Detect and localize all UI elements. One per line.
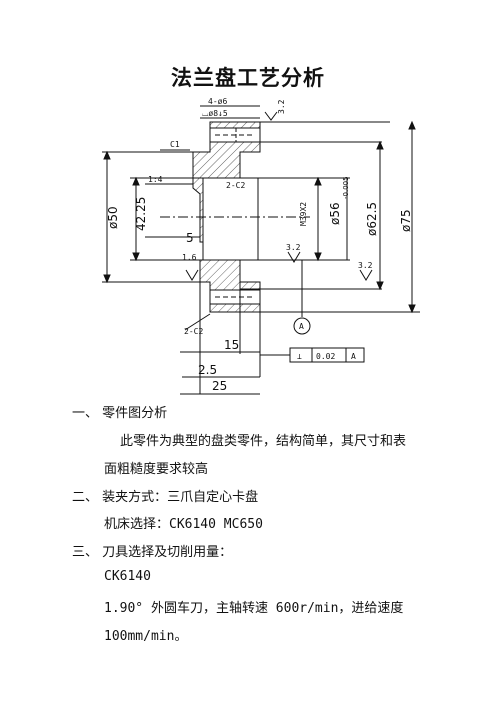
label-42-25: 42.25 bbox=[134, 197, 148, 231]
label-c1: C1 bbox=[170, 140, 180, 149]
label-ra-top: 3.2 bbox=[277, 99, 286, 114]
label-tol-value: 0.02 bbox=[316, 352, 335, 361]
label-dia-62-5: ø62.5 bbox=[365, 202, 379, 236]
section-3-item1-cont: 100mm/min。 bbox=[104, 629, 188, 644]
section-3-machine: CK6140 bbox=[104, 569, 151, 584]
section-1-title: 一、 零件图分析 bbox=[72, 406, 168, 421]
page-title: 法兰盘工艺分析 bbox=[171, 66, 325, 90]
section-3-item1: 1.90° 外圆车刀，主轴转速 600r/min，进给速度 bbox=[104, 601, 404, 616]
label-counterbore: ⌴ø8↓5 bbox=[202, 109, 228, 118]
label-chamfer-inner-bottom: 2-C2 bbox=[184, 327, 203, 336]
section-2-title: 二、 装夹方式：三爪自定心卡盘 bbox=[72, 490, 259, 505]
label-taper: 1:4 bbox=[148, 175, 163, 184]
label-dim-15: 15 bbox=[224, 338, 239, 352]
label-dim-2-5: 2.5 bbox=[198, 363, 217, 377]
label-dia-75: ø75 bbox=[399, 209, 413, 232]
section-1-paragraph-line1: 此零件为典型的盘类零件，结构简单，其尺寸和表 bbox=[120, 434, 407, 449]
label-dim-5: 5 bbox=[186, 231, 194, 245]
bore bbox=[202, 177, 259, 261]
flange-engineering-drawing: 4-ø6 ⌴ø8↓5 3.2 C1 1:4 2-C2 M39X2 1.6 3.2… bbox=[102, 97, 420, 395]
label-holes: 4-ø6 bbox=[208, 97, 227, 106]
section-2-machine-line: 机床选择：CK6140 MC650 bbox=[104, 517, 263, 532]
label-ra-16: 1.6 bbox=[182, 253, 197, 262]
label-thread: M39X2 bbox=[299, 202, 308, 226]
label-tol-56: -0.005 bbox=[342, 176, 350, 199]
label-ra-32b: 3.2 bbox=[358, 261, 373, 270]
section-3-title: 三、 刀具选择及切削用量： bbox=[72, 545, 233, 560]
label-dia-56: ø56 bbox=[328, 202, 342, 225]
label-tol-datum: A bbox=[351, 352, 356, 361]
label-tol-symbol: ⊥ bbox=[297, 352, 302, 361]
label-dia-50: ø50 bbox=[106, 206, 120, 229]
label-chamfer-inner-top: 2-C2 bbox=[226, 181, 245, 190]
datum-a-circle bbox=[293, 317, 311, 335]
label-datum-a: A bbox=[299, 322, 304, 331]
label-ra-32a: 3.2 bbox=[286, 243, 301, 252]
section-1-paragraph-line2: 面粗糙度要求较高 bbox=[104, 462, 209, 477]
label-dim-25: 25 bbox=[212, 379, 227, 393]
